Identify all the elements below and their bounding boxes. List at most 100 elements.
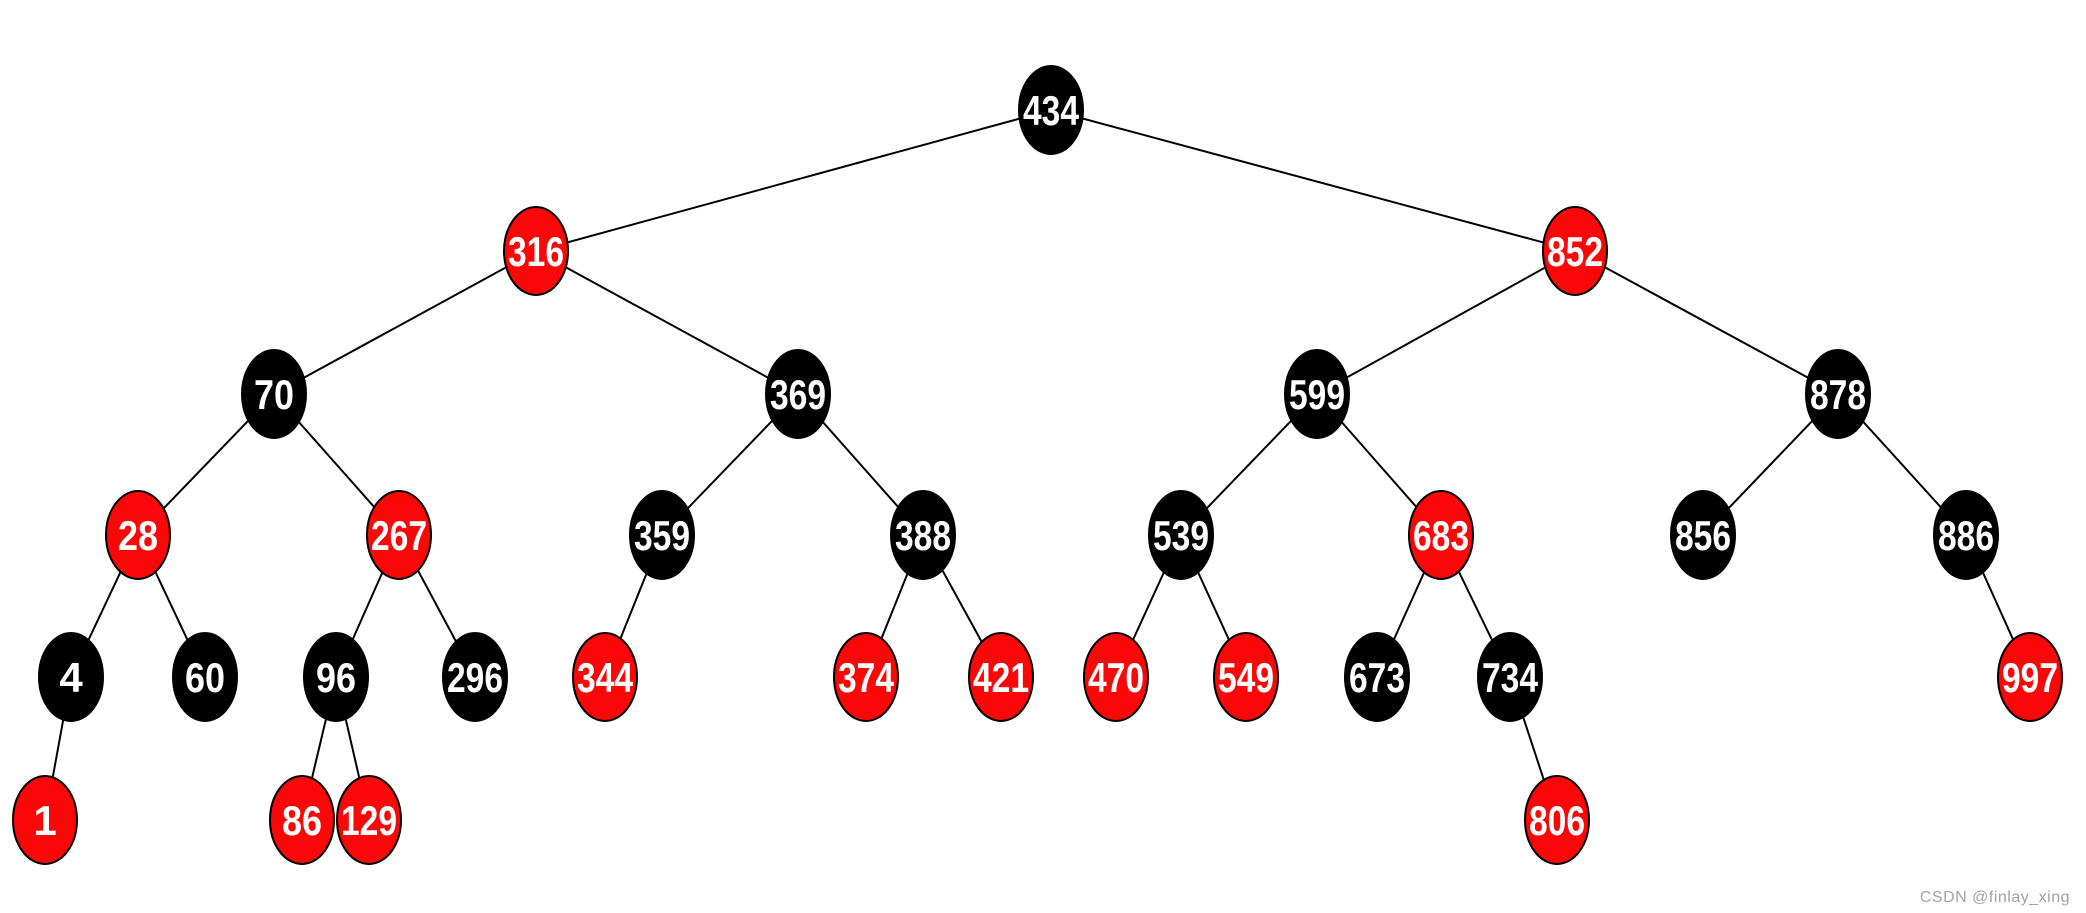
red-node-ellipse <box>269 775 335 865</box>
tree-node-734: 734 <box>1477 632 1543 722</box>
node-value-label: 1 <box>33 797 56 844</box>
node-value-label: 856 <box>1675 512 1731 559</box>
tree-edge-316-70 <box>273 250 537 395</box>
node-value-label: 470 <box>1088 654 1144 701</box>
node-value-label: 374 <box>838 654 895 701</box>
black-node-ellipse <box>890 490 956 580</box>
tree-node-886: 886 <box>1933 490 1999 580</box>
red-node-ellipse <box>366 490 432 580</box>
red-node-ellipse <box>105 490 171 580</box>
tree-node-683: 683 <box>1408 490 1474 580</box>
node-value-label: 434 <box>1023 87 1080 134</box>
black-node-ellipse <box>303 632 369 722</box>
node-value-label: 60 <box>185 654 225 701</box>
node-value-label: 344 <box>577 654 634 701</box>
node-value-label: 28 <box>118 512 158 559</box>
node-value-label: 359 <box>634 512 690 559</box>
tree-node-852: 852 <box>1542 206 1608 296</box>
node-value-label: 549 <box>1218 654 1274 701</box>
tree-node-28: 28 <box>105 490 171 580</box>
red-node-ellipse <box>1408 490 1474 580</box>
tree-node-434: 434 <box>1018 65 1084 155</box>
red-node-ellipse <box>968 632 1034 722</box>
node-value-label: 852 <box>1547 228 1603 275</box>
tree-node-539: 539 <box>1148 490 1214 580</box>
black-node-ellipse <box>1284 349 1350 439</box>
tree-node-599: 599 <box>1284 349 1350 439</box>
tree-node-997: 997 <box>1997 632 2063 722</box>
watermark: CSDN @finlay_xing <box>1919 889 2070 906</box>
node-value-label: 997 <box>2002 654 2058 701</box>
node-value-label: 86 <box>282 797 322 844</box>
node-value-label: 806 <box>1529 797 1585 844</box>
tree-node-359: 359 <box>629 490 695 580</box>
black-node-ellipse <box>629 490 695 580</box>
tree-node-296: 296 <box>442 632 508 722</box>
node-value-label: 4 <box>59 654 83 701</box>
node-value-label: 296 <box>447 654 503 701</box>
tree-node-421: 421 <box>968 632 1034 722</box>
node-value-label: 129 <box>341 797 397 844</box>
red-node-ellipse <box>1083 632 1149 722</box>
node-value-label: 421 <box>973 654 1029 701</box>
tree-node-267: 267 <box>366 490 432 580</box>
node-value-label: 388 <box>895 512 951 559</box>
node-value-label: 539 <box>1153 512 1209 559</box>
node-value-label: 70 <box>254 371 294 418</box>
node-value-label: 886 <box>1938 512 1994 559</box>
tree-node-374: 374 <box>833 632 899 722</box>
tree-node-344: 344 <box>572 632 638 722</box>
black-node-ellipse <box>38 632 104 722</box>
tree-edge-434-852 <box>1050 109 1576 252</box>
node-value-label: 878 <box>1810 371 1866 418</box>
tree-node-86: 86 <box>269 775 335 865</box>
black-node-ellipse <box>1148 490 1214 580</box>
red-node-ellipse <box>12 775 78 865</box>
node-value-label: 369 <box>770 371 826 418</box>
node-value-label: 267 <box>371 512 427 559</box>
red-node-ellipse <box>572 632 638 722</box>
black-node-ellipse <box>442 632 508 722</box>
black-node-ellipse <box>1805 349 1871 439</box>
node-value-label: 96 <box>316 654 356 701</box>
black-node-ellipse <box>1477 632 1543 722</box>
black-node-ellipse <box>1933 490 1999 580</box>
tree-node-60: 60 <box>172 632 238 722</box>
tree-edge-852-878 <box>1574 250 1839 395</box>
tree-node-549: 549 <box>1213 632 1279 722</box>
tree-node-856: 856 <box>1670 490 1736 580</box>
red-node-ellipse <box>336 775 402 865</box>
black-node-ellipse <box>1344 632 1410 722</box>
black-node-ellipse <box>241 349 307 439</box>
tree-node-1: 1 <box>12 775 78 865</box>
node-value-label: 734 <box>1482 654 1539 701</box>
black-node-ellipse <box>172 632 238 722</box>
node-value-label: 599 <box>1289 371 1345 418</box>
red-node-ellipse <box>503 206 569 296</box>
tree-node-70: 70 <box>241 349 307 439</box>
tree-node-878: 878 <box>1805 349 1871 439</box>
tree-node-388: 388 <box>890 490 956 580</box>
black-node-ellipse <box>1670 490 1736 580</box>
red-node-ellipse <box>833 632 899 722</box>
tree-node-470: 470 <box>1083 632 1149 722</box>
tree-edge-852-599 <box>1316 250 1576 395</box>
node-value-label: 316 <box>508 228 564 275</box>
black-node-ellipse <box>1018 65 1084 155</box>
tree-node-369: 369 <box>765 349 831 439</box>
tree-node-96: 96 <box>303 632 369 722</box>
node-value-label: 683 <box>1413 512 1469 559</box>
red-node-ellipse <box>1542 206 1608 296</box>
red-node-ellipse <box>1997 632 2063 722</box>
tree-node-129: 129 <box>336 775 402 865</box>
tree-edge-434-316 <box>535 109 1052 252</box>
red-node-ellipse <box>1213 632 1279 722</box>
tree-edge-316-369 <box>535 250 799 395</box>
node-value-label: 673 <box>1349 654 1405 701</box>
tree-node-806: 806 <box>1524 775 1590 865</box>
tree-node-673: 673 <box>1344 632 1410 722</box>
tree-node-316: 316 <box>503 206 569 296</box>
black-node-ellipse <box>765 349 831 439</box>
